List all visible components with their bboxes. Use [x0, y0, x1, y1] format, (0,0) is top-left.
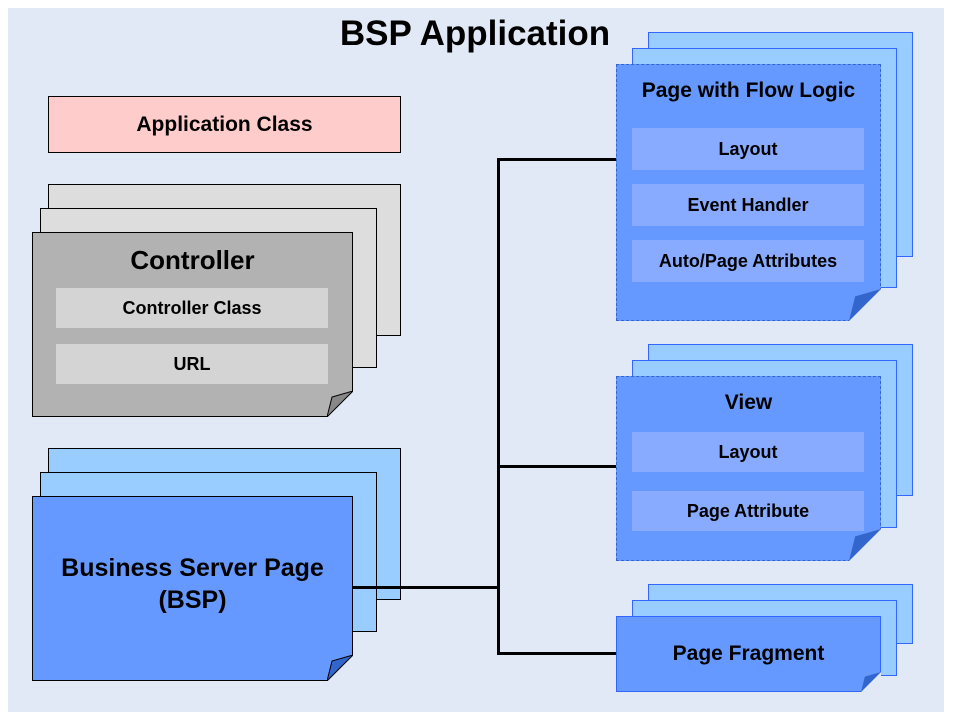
application-class-box: Application Class: [48, 96, 401, 153]
connector-to-flow-logic: [497, 158, 616, 161]
page-fold-icon: [849, 289, 881, 321]
connector-trunk-vertical: [497, 158, 500, 655]
page-fold-icon: [327, 391, 353, 417]
connector-bsp-horizontal: [353, 586, 499, 589]
application-class-label: Application Class: [136, 112, 313, 136]
flow-logic-layout-item: Layout: [632, 128, 864, 170]
bsp-title-line1: Business Server Page: [61, 553, 324, 582]
bsp-sheet-front: Business Server Page (BSP): [32, 496, 353, 681]
connector-to-view: [497, 465, 616, 468]
page-fold-icon: [327, 655, 353, 681]
controller-sheet-front: Controller Controller Class URL: [32, 232, 353, 417]
view-sheet-front: View Layout Page Attribute: [616, 376, 881, 561]
flow-logic-attributes-item: Auto/Page Attributes: [632, 240, 864, 282]
page-fragment-title: Page Fragment: [672, 642, 825, 665]
diagram-title: BSP Application: [339, 14, 611, 53]
flow-logic-title: Page with Flow Logic: [641, 79, 856, 102]
page-fold-icon: [861, 672, 881, 692]
view-layout-item: Layout: [632, 432, 864, 472]
view-page-attribute-item: Page Attribute: [632, 491, 864, 531]
fragment-sheet-front: Page Fragment: [616, 616, 881, 692]
connector-to-fragment: [497, 652, 616, 655]
controller-class-item: Controller Class: [56, 288, 328, 328]
url-item: URL: [56, 344, 328, 384]
flow-logic-sheet-front: Page with Flow Logic Layout Event Handle…: [616, 64, 881, 321]
controller-title: Controller: [130, 245, 255, 275]
page-fold-icon: [849, 529, 881, 561]
view-title: View: [724, 391, 773, 414]
flow-logic-event-handler-item: Event Handler: [632, 184, 864, 226]
bsp-title-line2: (BSP): [158, 585, 227, 614]
